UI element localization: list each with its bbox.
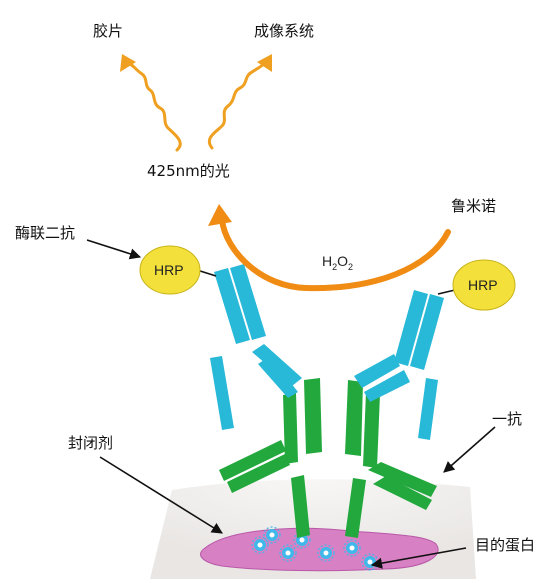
hrp-label-left: HRP xyxy=(154,262,184,278)
light-wave-to-film-arrowhead xyxy=(120,54,136,72)
label-h2o2: H2O2 xyxy=(322,254,353,272)
light-wave-to-imaging-arrowhead xyxy=(257,54,272,72)
label-imaging-system: 成像系统 xyxy=(254,22,315,40)
h2o2-o: O xyxy=(337,253,349,269)
hrp-label-right: HRP xyxy=(468,277,498,293)
reaction-arc xyxy=(219,217,451,292)
secondary-antibody-left xyxy=(210,264,302,430)
protein-dot xyxy=(317,544,335,562)
pointer-arrow-primary xyxy=(443,426,496,473)
primary-antibody-right xyxy=(345,380,437,538)
light-wave-to-imaging xyxy=(207,62,266,150)
reaction-arc-arrowhead xyxy=(208,204,232,226)
h2o2-sub-1: 2 xyxy=(332,261,338,272)
label-hrp-secondary-antibody: 酶联二抗 xyxy=(15,224,76,242)
target-protein-dots xyxy=(251,526,379,571)
light-wave-to-film xyxy=(128,62,182,152)
protein-dot xyxy=(263,526,281,544)
label-primary-antibody: 一抗 xyxy=(492,410,523,428)
label-light-425nm: 425nm的光 xyxy=(147,162,230,180)
protein-dot xyxy=(343,539,361,557)
pointer-arrow-blocking xyxy=(99,456,223,534)
label-target-protein: 目的蛋白 xyxy=(475,536,536,554)
secondary-antibody-right xyxy=(354,290,444,440)
label-film: 胶片 xyxy=(93,22,124,40)
hrp-enzyme-left xyxy=(139,245,201,295)
protein-dot xyxy=(279,544,297,562)
label-blocking-agent: 封闭剂 xyxy=(68,434,114,452)
label-luminol: 鲁米诺 xyxy=(451,197,497,215)
hrp-enzyme-right xyxy=(452,259,516,311)
pointer-arrow-hrp-secondary xyxy=(86,239,142,260)
hrp-link-right xyxy=(437,289,456,295)
h2o2-sub-2: 2 xyxy=(348,261,354,272)
protein-dot xyxy=(251,536,269,554)
pointer-arrow-target-protein xyxy=(370,547,467,569)
h2o2-h: H xyxy=(322,253,333,269)
primary-antibody-left xyxy=(219,378,322,538)
